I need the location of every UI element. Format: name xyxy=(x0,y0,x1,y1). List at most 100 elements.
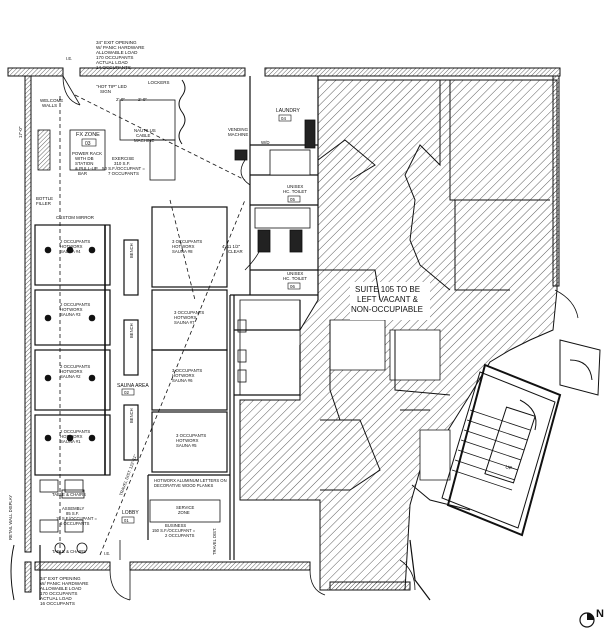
right-sauna-labels: 3 OCCUPANTS HOTWORX SAUNA #8 3 OCCUPANTS… xyxy=(172,239,206,448)
power-rack-label: BAR xyxy=(78,171,87,176)
vacant-suite-hatch xyxy=(239,79,558,591)
exercise-label: 310 S.F. xyxy=(114,161,130,166)
top-exit-note-line: ACTUAL LOAD xyxy=(96,60,128,65)
suite-note-line: NON-OCCUPIABLE xyxy=(351,305,423,314)
exercise-label: EXERCISE xyxy=(112,156,134,161)
hotworx-letters-label: HOTWORX ALUMINUM LETTERS ON xyxy=(154,478,227,483)
sauna-number: SAUNA #5 xyxy=(176,443,197,448)
stair-up-label: UP xyxy=(504,464,513,472)
sauna-occupants: 3 OCCUPANTS xyxy=(176,433,206,438)
business-label: 2 OCCUPANTS xyxy=(165,533,195,538)
bottle-filler-label: BOTTLE xyxy=(36,196,53,201)
stair-tower xyxy=(409,339,601,601)
table-chairs-label: TABLE & CHAIRS xyxy=(52,549,86,554)
washer-dryer-label: W/D xyxy=(261,140,270,145)
bottom-exit-note-line: ACTUAL LOAD xyxy=(40,596,72,601)
power-rack-label: STATION xyxy=(75,161,93,166)
suite-note-line: SUITE 105 TO BE xyxy=(355,285,420,294)
hotworx-letters-label: DECORATIVE WOOD PLANKS xyxy=(154,483,213,488)
retail-wall-label: RETAIL WALL DISPLAY xyxy=(8,495,13,540)
toilet-upper-tag xyxy=(287,195,301,203)
fx-zone-label: FX ZONE xyxy=(76,132,100,138)
egress-paths xyxy=(59,94,246,556)
lockers-label: LOCKERS xyxy=(148,80,170,85)
bottom-exit-note-line: 170 OCCUPANTS xyxy=(40,591,77,596)
top-exit-note: 34" EXIT OPENING W/ PANIC HARDWARE ALLOW… xyxy=(96,40,145,70)
fixtures xyxy=(37,79,316,560)
table-chairs-label: TABLE & CHAIRS xyxy=(52,492,86,497)
fx-zone-number: 03 xyxy=(85,141,91,147)
north-arrow-icon: N xyxy=(579,608,604,628)
ie-label: I.E. xyxy=(104,551,110,556)
bottom-exit-note-line: 34" EXIT OPENING xyxy=(40,576,81,581)
toilet-upper-label: UNISEX xyxy=(287,184,303,189)
sauna-number: SAUNA #1 xyxy=(60,439,81,444)
vending-label: MACHINE xyxy=(228,132,248,137)
sauna-name: HOTWORX xyxy=(172,244,195,249)
lobby-tag xyxy=(121,516,135,524)
toilet-lower-label: UNISEX xyxy=(287,271,303,276)
bottom-exit-note-line: W/ PANIC HARDWARE xyxy=(40,581,89,586)
nautilus-label: MACHINE xyxy=(134,138,154,143)
toilet-lower-label: HC. TOILET xyxy=(283,276,307,281)
sauna-name: HOTWORX xyxy=(176,438,199,443)
bench-label: BENCH xyxy=(129,243,134,258)
welcome-walls-label: WALLS xyxy=(42,103,57,108)
sauna-area-number: 02 xyxy=(124,390,130,395)
sauna-occupants: 2 OCCUPANTS xyxy=(60,429,90,434)
toilet-upper-number: 05 xyxy=(290,197,295,202)
service-zone-label: ZONE xyxy=(178,510,190,515)
bottom-exit-note-line: ALLOWABLE LOAD xyxy=(40,586,82,591)
sauna-occupants: 2 OCCUPANTS xyxy=(60,302,90,307)
laundry-number: 04 xyxy=(281,116,286,121)
top-exit-note-line: 14 OCCUPANTS xyxy=(96,65,131,70)
north-label: N xyxy=(596,608,604,620)
sauna-name: HOTWORX xyxy=(60,307,83,312)
bench-label: BENCH xyxy=(129,323,134,338)
assembly-label: 6 OCCUPANTS xyxy=(60,521,90,526)
travel-distance-label: TRAVEL DIST. xyxy=(212,528,217,555)
vending-label: VENDING xyxy=(228,127,249,132)
custom-mirror-label: CUSTOM MIRROR xyxy=(56,215,94,220)
dimension-label: 2'-0" xyxy=(138,97,147,102)
power-rack-label: POWER RACK xyxy=(72,151,102,156)
bottom-exit-note-line: 16 OCCUPANTS xyxy=(40,601,75,606)
bottle-filler-label: FILLER xyxy=(36,201,51,206)
sauna-name: HOTWORX xyxy=(60,434,83,439)
service-zone-label: SERVICE xyxy=(176,505,195,510)
sauna-occupants: 3 OCCUPANTS xyxy=(174,310,204,315)
sauna-occupants: 2 OCCUPANTS xyxy=(60,364,90,369)
sauna-area-label: SAUNA AREA xyxy=(117,383,149,389)
assembly-label: ASSEMBLY xyxy=(62,506,84,511)
vacant-suite-partitions xyxy=(317,80,550,491)
bench-label: BENCH xyxy=(129,408,134,423)
sauna-number: SAUNA #2 xyxy=(60,374,81,379)
suite-note: SUITE 105 TO BE LEFT VACANT & NON-OCCUPI… xyxy=(351,285,423,314)
sauna-name: HOTWORX xyxy=(60,244,83,249)
clear-dim-label: 4'-11 1/2" xyxy=(222,244,241,249)
sauna-occupants: 3 OCCUPANTS xyxy=(172,239,202,244)
sauna-number: SAUNA #4 xyxy=(60,249,81,254)
laundry-label: LAUNDRY xyxy=(276,108,300,114)
fx-zone-tag xyxy=(81,138,97,147)
dimension-label: 17'-0" xyxy=(18,126,23,138)
sauna-name: HOTWORX xyxy=(172,373,195,378)
sauna-number: SAUNA #7 xyxy=(174,320,195,325)
top-exit-note-line: W/ PANIC HARDWARE xyxy=(96,45,145,50)
sauna-occupants: 3 OCCUPANTS xyxy=(172,368,202,373)
sauna-name: HOTWORX xyxy=(60,369,83,374)
exercise-label: 7 OCCUPANTS xyxy=(108,171,139,176)
lobby-number: 01 xyxy=(124,518,129,523)
sauna-area-tag xyxy=(121,388,135,396)
sauna-name: HOTWORX xyxy=(174,315,197,320)
business-label: 150 S.F./OCCUPANT = xyxy=(152,528,196,533)
top-exit-note-line: ALLOWABLE LOAD xyxy=(96,50,138,55)
lobby-label: LOBBY xyxy=(122,510,139,516)
suite-note-line: LEFT VACANT & xyxy=(357,295,419,304)
sauna-number: SAUNA #3 xyxy=(60,312,81,317)
power-rack-label: WITH DB xyxy=(75,156,94,161)
laundry-tag xyxy=(278,114,292,122)
hot-tip-sign-label: SIGN xyxy=(100,89,111,94)
welcome-walls-label: WELCOME xyxy=(40,98,63,103)
